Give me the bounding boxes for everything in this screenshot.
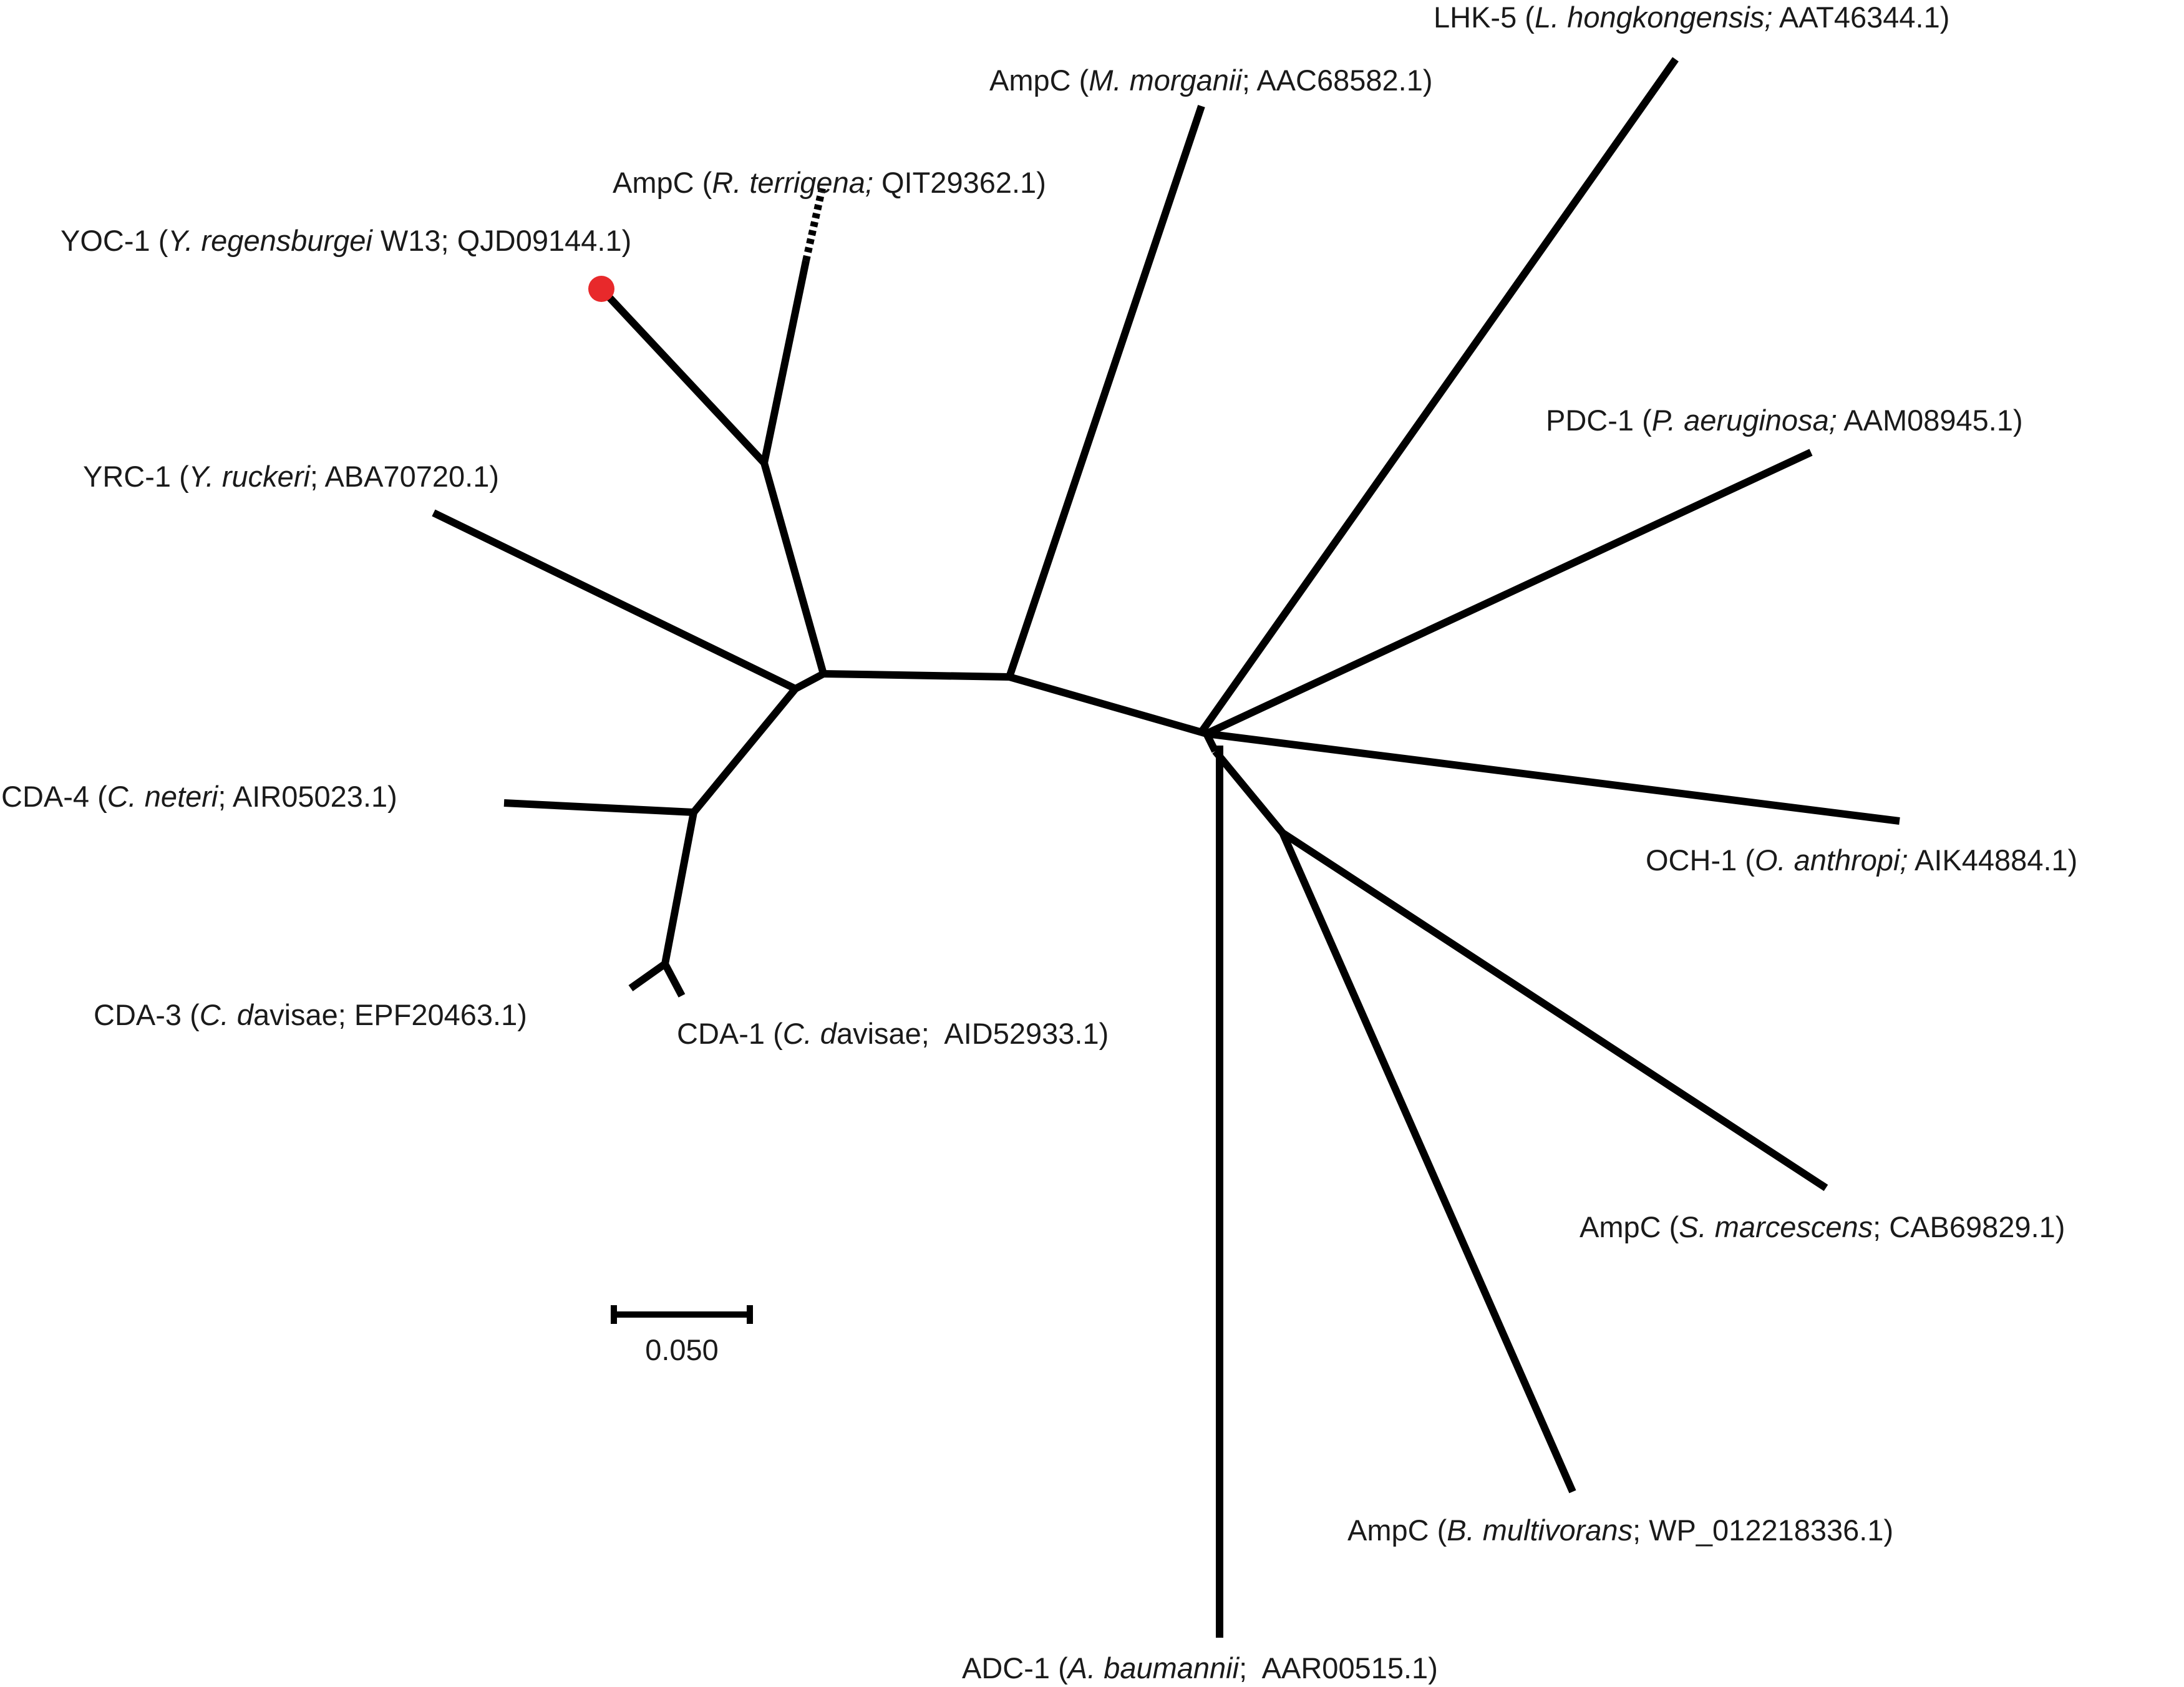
leaf-labels: YOC-1 (Y. regensburgei W13; QJD09144.1) … xyxy=(1,1,2077,1685)
leaf-label-ampc-smarcescens: AmpC (S. marcescens; CAB69829.1) xyxy=(1580,1210,2065,1243)
species-name: S. marcescens xyxy=(1679,1210,1873,1243)
leaf-label-yoc1: YOC-1 (Y. regensburgei W13; QJD09144.1) xyxy=(61,224,631,257)
branch-ampc-smarcescens xyxy=(1280,829,1828,1192)
label-text: CDA-1 ( xyxy=(677,1017,783,1050)
label-text: W13; QJD09144.1) xyxy=(372,224,631,257)
label-text: YRC-1 ( xyxy=(83,460,189,493)
branch-yersinia-clade xyxy=(760,462,827,675)
leaf-label-och1: OCH-1 (O. anthropi; AIK44884.1) xyxy=(1646,843,2077,877)
leaf-label-cda1: CDA-1 (C. davisae; AID52933.1) xyxy=(677,1017,1109,1050)
species-name: B. multivorans xyxy=(1447,1514,1633,1547)
species-name: A. baumannii xyxy=(1066,1651,1240,1685)
label-text: ; AIR05023.1) xyxy=(218,780,397,813)
species-name: O. anthropi; xyxy=(1755,843,1908,877)
label-text: avisae; EPF20463.1) xyxy=(253,998,527,1031)
label-text: ; AAC68582.1) xyxy=(1242,64,1433,97)
label-text: AmpC ( xyxy=(613,166,712,199)
label-text: ; CAB69829.1) xyxy=(1873,1210,2065,1243)
label-text: OCH-1 ( xyxy=(1646,843,1755,877)
branch-cda4 xyxy=(503,799,694,816)
leaf-label-ampc-mmorganii: AmpC (M. morganii; AAC68582.1) xyxy=(989,64,1433,97)
label-text: PDC-1 ( xyxy=(1546,404,1652,437)
branch-och1 xyxy=(1206,730,1900,825)
branch-cda3 xyxy=(628,961,667,991)
leaf-label-cda3: CDA-3 (C. davisae; EPF20463.1) xyxy=(94,998,527,1031)
label-text: AmpC ( xyxy=(1347,1514,1447,1547)
leaf-label-yrc1: YRC-1 (Y. ruckeri; ABA70720.1) xyxy=(83,460,499,493)
leaf-label-adc1: ADC-1 (A. baumannii; AAR00515.1) xyxy=(962,1651,1438,1685)
highlight-marker-yoc1 xyxy=(588,276,614,302)
branch-serratia-burk-stem xyxy=(1212,749,1286,835)
label-text: AIK44884.1) xyxy=(1908,843,2078,877)
scale-bar-label: 0.050 xyxy=(645,1333,719,1366)
species-name: C. d xyxy=(783,1017,838,1050)
species-name: Y. ruckeri xyxy=(189,460,311,493)
species-name: P. aeruginosa; xyxy=(1652,404,1837,437)
branch-ampc-rterrigena-dashed xyxy=(802,187,826,262)
tree-branches xyxy=(432,57,1900,1638)
branch-yrc1 xyxy=(432,509,797,693)
leaf-label-ampc-bmultivorans: AmpC (B. multivorans; WP_012218336.1) xyxy=(1347,1514,1893,1547)
branch-backbone-right xyxy=(1008,673,1208,737)
branch-pdc1 xyxy=(1205,449,1813,737)
species-name: R. terrigena; xyxy=(712,166,873,199)
branch-ampc-bmultivorans xyxy=(1279,831,1576,1494)
branch-cda-davisae-stem xyxy=(661,811,697,965)
label-text: LHK-5 ( xyxy=(1434,1,1535,34)
branch-backbone-left xyxy=(823,670,1010,681)
species-name: C. d xyxy=(200,998,255,1031)
species-name: Y. regensburgei xyxy=(168,224,373,257)
leaf-label-pdc1: PDC-1 (P. aeruginosa; AAM08945.1) xyxy=(1546,404,2023,437)
branch-citrobacter-clade xyxy=(691,686,798,815)
label-text: CDA-3 ( xyxy=(94,998,200,1031)
label-text: ; WP_012218336.1) xyxy=(1633,1514,1893,1547)
branch-lhk5 xyxy=(1197,57,1679,736)
scale-bar: 0.050 xyxy=(611,1305,753,1366)
leaf-label-lhk5: LHK-5 (L. hongkongensis; AAT46344.1) xyxy=(1434,1,1949,34)
branch-yoc1 xyxy=(598,286,767,466)
label-text: ; ABA70720.1) xyxy=(310,460,499,493)
label-text: AmpC ( xyxy=(989,64,1089,97)
label-text: YOC-1 ( xyxy=(61,224,168,257)
species-name: M. morganii xyxy=(1089,64,1243,97)
label-text: ADC-1 ( xyxy=(962,1651,1068,1685)
branch-ampc-root xyxy=(1203,732,1219,753)
branch-cda1 xyxy=(661,962,686,998)
label-text: AAT46344.1) xyxy=(1772,1,1949,34)
label-text: QIT29362.1) xyxy=(873,166,1046,199)
label-text: ; AAR00515.1) xyxy=(1239,1651,1438,1685)
branch-inner-left xyxy=(794,670,825,693)
branch-ampc-rterrigena xyxy=(760,260,810,464)
leaf-label-cda4: CDA-4 (C. neteri; AIR05023.1) xyxy=(1,780,397,813)
leaf-label-ampc-rterrigena: AmpC (R. terrigena; QIT29362.1) xyxy=(613,166,1046,199)
label-text: CDA-4 ( xyxy=(1,780,107,813)
species-name: C. neteri xyxy=(107,780,219,813)
species-name: L. hongkongensis; xyxy=(1535,1,1773,34)
branch-ampc-mmorganii xyxy=(1006,105,1205,678)
label-text: AmpC ( xyxy=(1580,1210,1679,1243)
label-text: AAM08945.1) xyxy=(1837,404,2023,437)
label-text: avisae; AID52933.1) xyxy=(837,1017,1109,1050)
